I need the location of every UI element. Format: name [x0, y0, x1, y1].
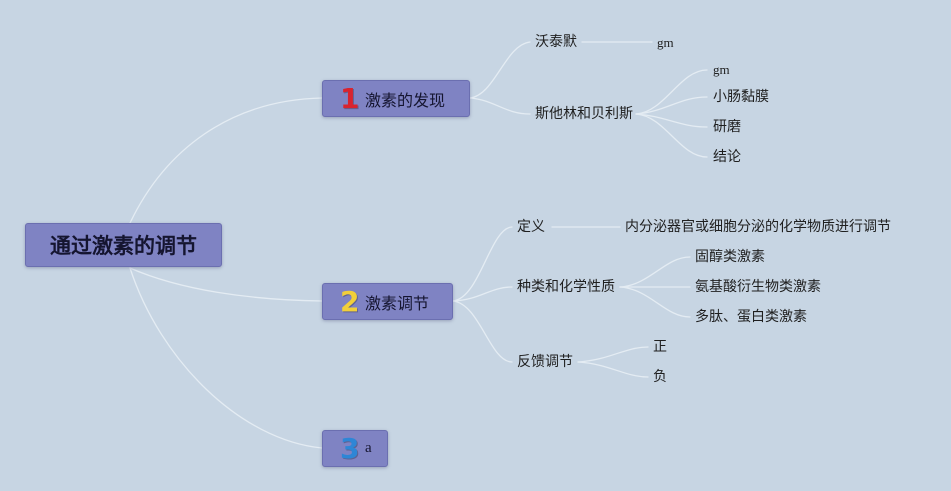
- link-root-b1: [129, 97, 323, 224]
- topic-definition-detail[interactable]: 内分泌器官或细胞分泌的化学物质进行调节: [625, 219, 891, 235]
- link-types-peptide: [619, 286, 691, 318]
- topic-positive[interactable]: 正: [653, 339, 667, 355]
- link-feedback-negative: [577, 361, 649, 378]
- branch-2-node[interactable]: 2 激素调节: [322, 283, 453, 320]
- link-feedback-positive: [577, 346, 649, 363]
- root-label: 通过激素的调节: [50, 234, 197, 258]
- link-b1-stalin: [469, 97, 531, 115]
- topic-wotaimo-gm[interactable]: gm: [657, 35, 674, 50]
- topic-stalin-gm[interactable]: gm: [713, 62, 730, 77]
- link-b2-definition: [452, 226, 513, 302]
- link-stalin-gm: [635, 69, 708, 115]
- branch-2-number: 2: [340, 285, 360, 318]
- link-stalin-conclusion: [635, 113, 708, 158]
- branch-1-number: 1: [340, 82, 360, 115]
- link-stalin-mucosa: [635, 96, 708, 115]
- link-types-sterol: [619, 256, 691, 288]
- topic-sterol-hormones[interactable]: 固醇类激素: [695, 249, 765, 265]
- link-root-b3: [129, 267, 323, 449]
- branch-2-label: 激素调节: [365, 293, 430, 313]
- topic-peptide-protein-hormones[interactable]: 多肽、蛋白类激素: [695, 309, 807, 325]
- link-b1-wotaimo: [469, 41, 531, 99]
- topic-amino-acid-hormones[interactable]: 氨基酸衍生物类激素: [695, 279, 821, 295]
- topic-negative[interactable]: 负: [653, 369, 667, 385]
- topic-intestinal-mucosa[interactable]: 小肠黏膜: [713, 89, 769, 105]
- topic-stalin-bayliss[interactable]: 斯他林和贝利斯: [535, 106, 633, 122]
- topic-conclusion[interactable]: 结论: [713, 149, 741, 165]
- link-b2-types: [452, 286, 513, 302]
- branch-3-label: a: [365, 440, 372, 456]
- topic-types-chemistry[interactable]: 种类和化学性质: [517, 279, 615, 295]
- link-stalin-grind: [635, 113, 708, 128]
- topic-grinding[interactable]: 研磨: [713, 119, 741, 135]
- link-b2-feedback: [452, 300, 513, 363]
- topic-feedback-regulation[interactable]: 反馈调节: [517, 354, 573, 370]
- topic-definition[interactable]: 定义: [517, 219, 545, 235]
- root-node[interactable]: 通过激素的调节: [25, 223, 222, 267]
- branch-3-node[interactable]: 3 a: [322, 430, 388, 467]
- link-root-b2: [129, 267, 323, 302]
- branch-1-node[interactable]: 1 激素的发现: [322, 80, 470, 117]
- branch-1-label: 激素的发现: [365, 90, 446, 110]
- branch-3-number: 3: [340, 432, 360, 465]
- topic-wotaimo[interactable]: 沃泰默: [535, 34, 577, 50]
